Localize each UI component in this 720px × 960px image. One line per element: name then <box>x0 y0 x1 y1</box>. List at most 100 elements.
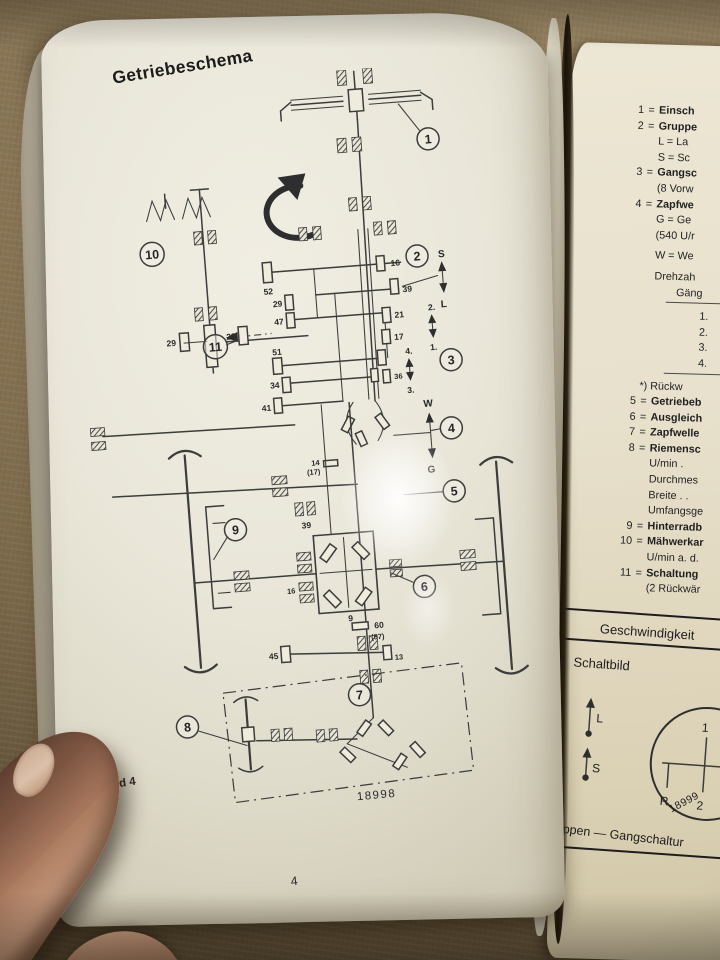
label-1: 1. <box>430 342 438 353</box>
label-s: S <box>438 249 446 261</box>
legend-equals: = <box>647 119 655 132</box>
legend-number <box>564 332 638 334</box>
callout-1: 1 <box>416 127 440 151</box>
part-14: 14 <box>311 458 321 468</box>
part-29b: 29 <box>272 298 282 309</box>
legend-text: *) Rückw <box>639 379 683 393</box>
legend-number <box>565 300 639 302</box>
callout-11: 11 <box>202 334 229 360</box>
legend-text: W = We <box>654 249 694 263</box>
pattern-2: 2 <box>696 798 704 812</box>
shift-pattern-icon: 1 3 R 2 4 <box>649 706 720 821</box>
legend-number <box>562 386 636 388</box>
part-57: (57) <box>371 632 385 642</box>
part-17b: (17) <box>307 467 321 477</box>
shift-diagram-label: Schaltbild <box>573 654 631 674</box>
svg-text:4: 4 <box>447 421 455 435</box>
legend-equals: = <box>638 441 646 455</box>
legend-text: Breite . . <box>648 488 689 503</box>
legend-text: 4. <box>697 357 708 370</box>
part-21: 21 <box>394 309 404 320</box>
callout-10: 10 <box>139 241 165 268</box>
legend-number <box>566 256 640 258</box>
legend-text: 2. <box>698 326 709 339</box>
svg-text:8: 8 <box>184 720 192 734</box>
legend-text <box>665 301 720 307</box>
legend-text: U/min . <box>649 457 684 471</box>
callout-7: 7 <box>347 682 372 707</box>
part-39b: 39 <box>301 520 311 531</box>
part-36: 36 <box>394 371 403 381</box>
svg-text:3: 3 <box>447 353 455 367</box>
legend-text: Getriebeb <box>650 395 702 409</box>
gearbox-cluster <box>225 254 432 448</box>
legend-equals: = <box>635 566 643 579</box>
legend-equals: = <box>646 166 654 179</box>
svg-text:2: 2 <box>413 249 421 263</box>
part-60: 60 <box>374 620 384 631</box>
label-w: W <box>423 398 434 410</box>
legend-equals: = <box>636 535 643 548</box>
svg-text:9: 9 <box>232 523 240 537</box>
legend-number: 2 <box>637 119 644 132</box>
part-52: 52 <box>263 286 273 297</box>
legend-text: Zapfwelle <box>649 426 700 440</box>
legend-text: (540 U/r <box>655 229 695 243</box>
legend-text: Zapfwe <box>656 197 694 212</box>
part-16b: 16 <box>287 586 296 596</box>
svg-text:11: 11 <box>208 340 222 355</box>
page-number: 4 <box>289 873 299 889</box>
legend-number <box>563 363 637 365</box>
legend-text: Riemensc <box>649 442 701 456</box>
part-39: 39 <box>402 283 412 294</box>
callout-3: 3 <box>439 347 463 372</box>
legend-number <box>568 189 642 191</box>
part-34: 34 <box>270 380 280 391</box>
legend-text: L = La <box>658 135 689 149</box>
range-indicator-sl: S L <box>401 249 447 310</box>
legend-equals: = <box>640 395 647 408</box>
callout-2: 2 <box>405 244 429 268</box>
legend-number <box>565 277 639 279</box>
legend-equals: = <box>648 104 655 117</box>
legend-text: Gäng <box>675 286 703 300</box>
svg-text:10: 10 <box>145 247 160 262</box>
svg-text:1: 1 <box>424 132 432 146</box>
part-28: 28 <box>226 331 236 342</box>
legend-number <box>567 220 641 222</box>
legend-text: G = Ge <box>655 213 692 227</box>
part-16: 16 <box>390 257 400 268</box>
legend-number <box>563 370 637 372</box>
part-41: 41 <box>261 403 271 414</box>
part-51: 51 <box>272 347 282 358</box>
label-g: G <box>427 464 436 476</box>
legend-text: (2 Rückwär <box>645 582 701 597</box>
legend-number <box>564 316 638 318</box>
legend-text: Einsch <box>658 104 695 118</box>
legend-text: Drehzah <box>654 270 696 284</box>
gearbox-schematic: S L 2. 1. 4. 3. W <box>89 67 529 804</box>
callout-5: 5 <box>442 479 466 503</box>
legend-text: U/min a. d. <box>646 551 699 565</box>
pattern-r: R <box>659 794 669 809</box>
callout-8: 8 <box>175 715 200 739</box>
legend-text: S = Sc <box>657 151 691 165</box>
legend-number <box>569 158 643 160</box>
legend-equals: = <box>645 197 653 210</box>
label-3: 3. <box>407 385 415 396</box>
label-l: L <box>440 299 447 310</box>
legend-text: Ausgleich <box>650 411 703 425</box>
legend-text: Durchmes <box>648 473 699 487</box>
range-indicator-wg: W G <box>423 398 436 476</box>
legend-text: (8 Vorw <box>656 182 694 196</box>
legend-list: 1 = Einsch 2 = Gruppe L = La S = Sc 3 = … <box>557 102 720 602</box>
callout-9: 9 <box>223 517 248 542</box>
legend-text: Gangsc <box>657 166 698 180</box>
part-9: 9 <box>348 613 354 623</box>
legend-number: 4 <box>635 197 642 210</box>
callout-6: 6 <box>412 574 437 599</box>
fingertip <box>47 922 187 960</box>
speed-table-box: Geschwindigkeit Schaltbild L S 1 3 <box>532 606 720 864</box>
legend-number: 1 <box>637 103 645 117</box>
